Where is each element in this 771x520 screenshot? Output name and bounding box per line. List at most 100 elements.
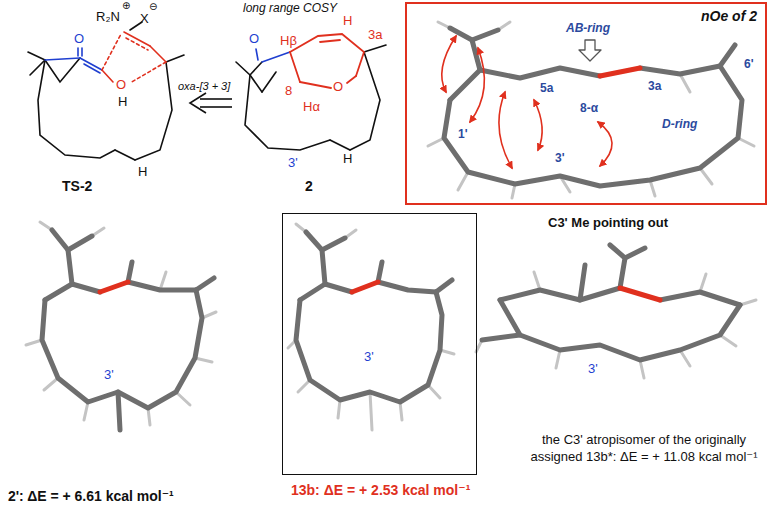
atom-label: 8 [285, 84, 292, 99]
position-label: 6' [744, 58, 754, 72]
note-text: long range COSY [243, 2, 337, 16]
drawing-part [148, 408, 150, 425]
note-text: the C3' atropisomer of the originally as… [522, 432, 766, 466]
drawing-part [444, 66, 742, 186]
drawing-part [322, 238, 345, 250]
ts2-structure [28, 22, 184, 160]
drawing-part [352, 282, 378, 292]
drawing-part [444, 28, 742, 186]
compound-label: 2 [305, 178, 313, 194]
ring-label: D-ring [662, 118, 697, 132]
drawing-part [250, 75, 262, 92]
drawing-part [700, 168, 712, 184]
drawing-part [300, 284, 352, 300]
drawing-part [44, 378, 58, 390]
atom-label: 3a [368, 28, 382, 43]
drawing-part [290, 52, 300, 82]
drawing-part [245, 62, 330, 150]
drawing-part [625, 248, 645, 258]
drawing-part [298, 380, 310, 392]
atom-label: R₂N [96, 10, 120, 25]
drawing-part [102, 70, 113, 82]
drawing-part [500, 300, 740, 360]
drawing-part [126, 38, 148, 50]
drawing-part [370, 392, 372, 430]
model-13b [288, 224, 454, 430]
drawing-part [450, 28, 480, 70]
drawing-part [28, 52, 45, 60]
drawing-part [700, 274, 706, 292]
drawing-part [738, 138, 754, 146]
drawing-part [442, 36, 456, 92]
drawing-part [300, 82, 331, 88]
drawing-part [306, 232, 325, 284]
drawing-part [534, 100, 542, 150]
drawing-part [500, 288, 620, 300]
drawing-part [330, 140, 350, 150]
drawing-part [428, 385, 440, 398]
drawing-part [347, 76, 356, 83]
drawing-part [196, 278, 214, 290]
drawing-part [102, 32, 166, 83]
drawing-part [130, 62, 166, 83]
drawing-part [160, 272, 166, 290]
drawing-part [428, 22, 754, 198]
drawing-part [650, 180, 655, 196]
drawing-part [45, 48, 102, 73]
drawing-part [450, 68, 600, 100]
drawing-part [296, 292, 442, 402]
position-label: 8-α [580, 102, 598, 116]
drawing-part [660, 292, 740, 305]
position-label: 3' [364, 350, 374, 365]
drawing-part [236, 62, 250, 75]
highlight-box: 13b: ΔE = + 2.53 kcal mol⁻¹ [282, 213, 477, 475]
atom-label: X [140, 12, 149, 27]
drawing-part [45, 58, 80, 82]
model-atropisomer [476, 245, 756, 378]
drawing-part [338, 400, 340, 418]
drawing-part [472, 30, 498, 40]
drawing-part [262, 52, 290, 62]
ring-label: AB-ring [566, 22, 610, 36]
drawing-part [118, 392, 120, 430]
drawing-part [128, 262, 132, 282]
drawing-part [42, 230, 214, 430]
drawing-part [26, 222, 216, 425]
drawing-part [458, 172, 468, 190]
drawing-part [30, 60, 45, 75]
drawing-part [26, 340, 42, 345]
position-label: 3' [588, 362, 598, 377]
drawing-part [640, 360, 644, 378]
drawing-part [84, 64, 100, 73]
drawing-part [499, 92, 512, 168]
drawing-part [598, 122, 612, 166]
drawing-part [296, 232, 452, 402]
drawing-part [115, 150, 135, 160]
drawing-part [620, 288, 660, 300]
drawing-part [364, 45, 386, 52]
drawing-part [320, 40, 340, 42]
retro-arrow [190, 93, 232, 113]
atom-label: O [116, 78, 126, 93]
position-label: 3' [555, 152, 565, 166]
drawing-part [720, 45, 735, 66]
drawing-part [256, 49, 290, 62]
position-label: 1' [458, 128, 468, 142]
drawing-part [482, 335, 520, 340]
drawing-part [428, 138, 444, 146]
structure-2 [236, 34, 386, 150]
drawing-part [262, 72, 276, 92]
drawing-part [256, 49, 258, 60]
position-label: 3a [648, 80, 661, 94]
drawing-part [176, 392, 190, 405]
drawing-part [195, 358, 212, 362]
drawing-part [378, 282, 436, 292]
drawing-part [42, 290, 202, 408]
atom-label: H [138, 165, 147, 180]
drawing-part [200, 98, 232, 100]
box-title: 13b: ΔE = + 2.53 kcal mol⁻¹ [291, 482, 470, 498]
drawing-part [190, 93, 206, 113]
drawing-part [556, 350, 560, 368]
drawing-part [81, 48, 83, 56]
noe-model [428, 22, 754, 198]
